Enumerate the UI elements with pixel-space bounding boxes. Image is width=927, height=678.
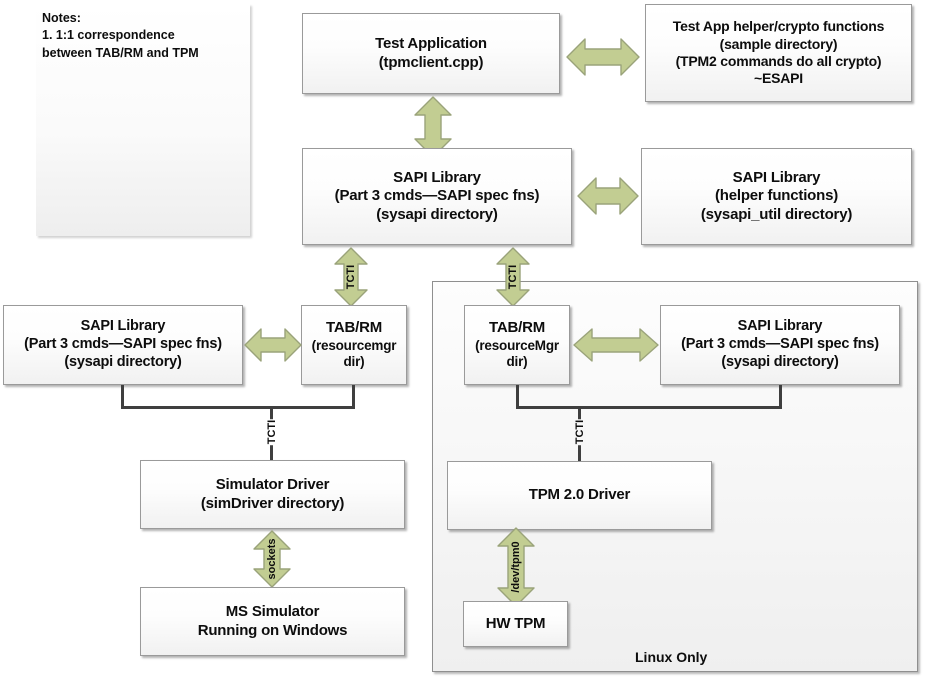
bracket-left-stub-b: [352, 385, 355, 409]
sapi-main-line-3: (sysapi directory): [376, 205, 498, 223]
simulator-driver-line-2: (simDriver directory): [200, 494, 345, 512]
sapi-right-line-3: (sysapi directory): [721, 353, 839, 370]
simulator-driver-line-1: Simulator Driver: [215, 475, 330, 493]
notes-panel: Notes: 1. 1:1 correspondence between TAB…: [36, 4, 250, 236]
bracket-right-stub-a: [516, 385, 519, 409]
sapi-main-line-2: (Part 3 cmds—SAPI spec fns): [334, 187, 540, 205]
tabrm-right-line-2: (resourceMgr: [475, 337, 559, 353]
box-ms-simulator[interactable]: MS Simulator Running on Windows: [140, 587, 405, 656]
arrow-sapileft-to-tabrmleft: [243, 323, 303, 367]
linux-only-label: Linux Only: [635, 649, 708, 665]
test-app-helper-line-1: Test App helper/crypto functions: [672, 18, 885, 35]
bracket-left-span: [121, 406, 355, 409]
ms-simulator-line-2: Running on Windows: [197, 621, 348, 639]
arrow-sapi-to-tabrm-left: TCTI: [332, 247, 370, 307]
notes-item-1: 1. 1:1 correspondence: [42, 28, 175, 43]
tcti-label-tpm: TCTI: [574, 418, 586, 446]
box-tabrm-left[interactable]: TAB/RM (resourcemgr dir): [301, 305, 407, 385]
tabrm-left-line-3: dir): [343, 354, 365, 370]
box-sapi-left[interactable]: SAPI Library (Part 3 cmds—SAPI spec fns)…: [3, 305, 243, 385]
test-app-helper-line-4: ~ESAPI: [754, 70, 803, 87]
tabrm-left-line-2: (resourcemgr: [311, 337, 397, 353]
sapi-helper-line-3: (sysapi_util directory): [700, 205, 853, 223]
bracket-right-span: [516, 406, 782, 409]
box-simulator-driver[interactable]: Simulator Driver (simDriver directory): [140, 460, 405, 529]
sapi-left-line-2: (Part 3 cmds—SAPI spec fns): [24, 336, 222, 353]
box-tpm-driver[interactable]: TPM 2.0 Driver: [447, 461, 712, 530]
box-tabrm-right[interactable]: TAB/RM (resourceMgr dir): [464, 305, 570, 385]
box-test-app-helper[interactable]: Test App helper/crypto functions (sample…: [645, 4, 912, 102]
sapi-right-line-1: SAPI Library: [737, 318, 823, 335]
sapi-left-line-1: SAPI Library: [80, 318, 166, 335]
tcti-label-sim: TCTI: [266, 418, 278, 446]
tabrm-left-line-1: TAB/RM: [325, 318, 382, 336]
box-test-application[interactable]: Test Application (tpmclient.cpp): [302, 13, 560, 94]
tpm-driver-line-1: TPM 2.0 Driver: [528, 486, 631, 504]
tabrm-right-line-1: TAB/RM: [488, 318, 545, 336]
test-app-helper-line-3: (TPM2 commands do all crypto): [675, 53, 882, 69]
arrow-simdriver-to-mssim: sockets: [250, 530, 294, 588]
test-application-line-2: (tpmclient.cpp): [378, 53, 484, 71]
sapi-left-line-3: (sysapi directory): [64, 353, 182, 370]
box-sapi-helper[interactable]: SAPI Library (helper functions) (sysapi_…: [641, 148, 912, 245]
arrow-app-to-helper: [565, 33, 641, 81]
notes-heading: Notes:: [42, 11, 81, 25]
arrow-sapi-to-helper: [576, 172, 640, 220]
box-hw-tpm[interactable]: HW TPM: [463, 601, 568, 647]
sockets-label: sockets: [266, 538, 278, 580]
bracket-right-stub-b: [779, 385, 782, 409]
test-app-helper-line-2: (sample directory): [719, 35, 838, 52]
ms-simulator-line-1: MS Simulator: [225, 602, 320, 620]
sapi-helper-line-2: (helper functions): [714, 187, 839, 205]
notes-item-2: between TAB/RM and TPM: [42, 45, 199, 60]
test-application-line-1: Test Application: [375, 34, 487, 52]
bracket-left-stub-a: [121, 385, 124, 409]
tabrm-right-line-3: dir): [506, 354, 528, 370]
box-sapi-right[interactable]: SAPI Library (Part 3 cmds—SAPI spec fns)…: [660, 305, 900, 385]
box-sapi-main[interactable]: SAPI Library (Part 3 cmds—SAPI spec fns)…: [302, 148, 572, 245]
sapi-helper-line-1: SAPI Library: [732, 168, 821, 186]
sapi-right-line-2: (Part 3 cmds—SAPI spec fns): [681, 336, 879, 353]
sapi-main-line-1: SAPI Library: [393, 168, 481, 186]
hw-tpm-line-1: HW TPM: [485, 614, 546, 632]
tcti-label-left: TCTI: [345, 264, 357, 290]
